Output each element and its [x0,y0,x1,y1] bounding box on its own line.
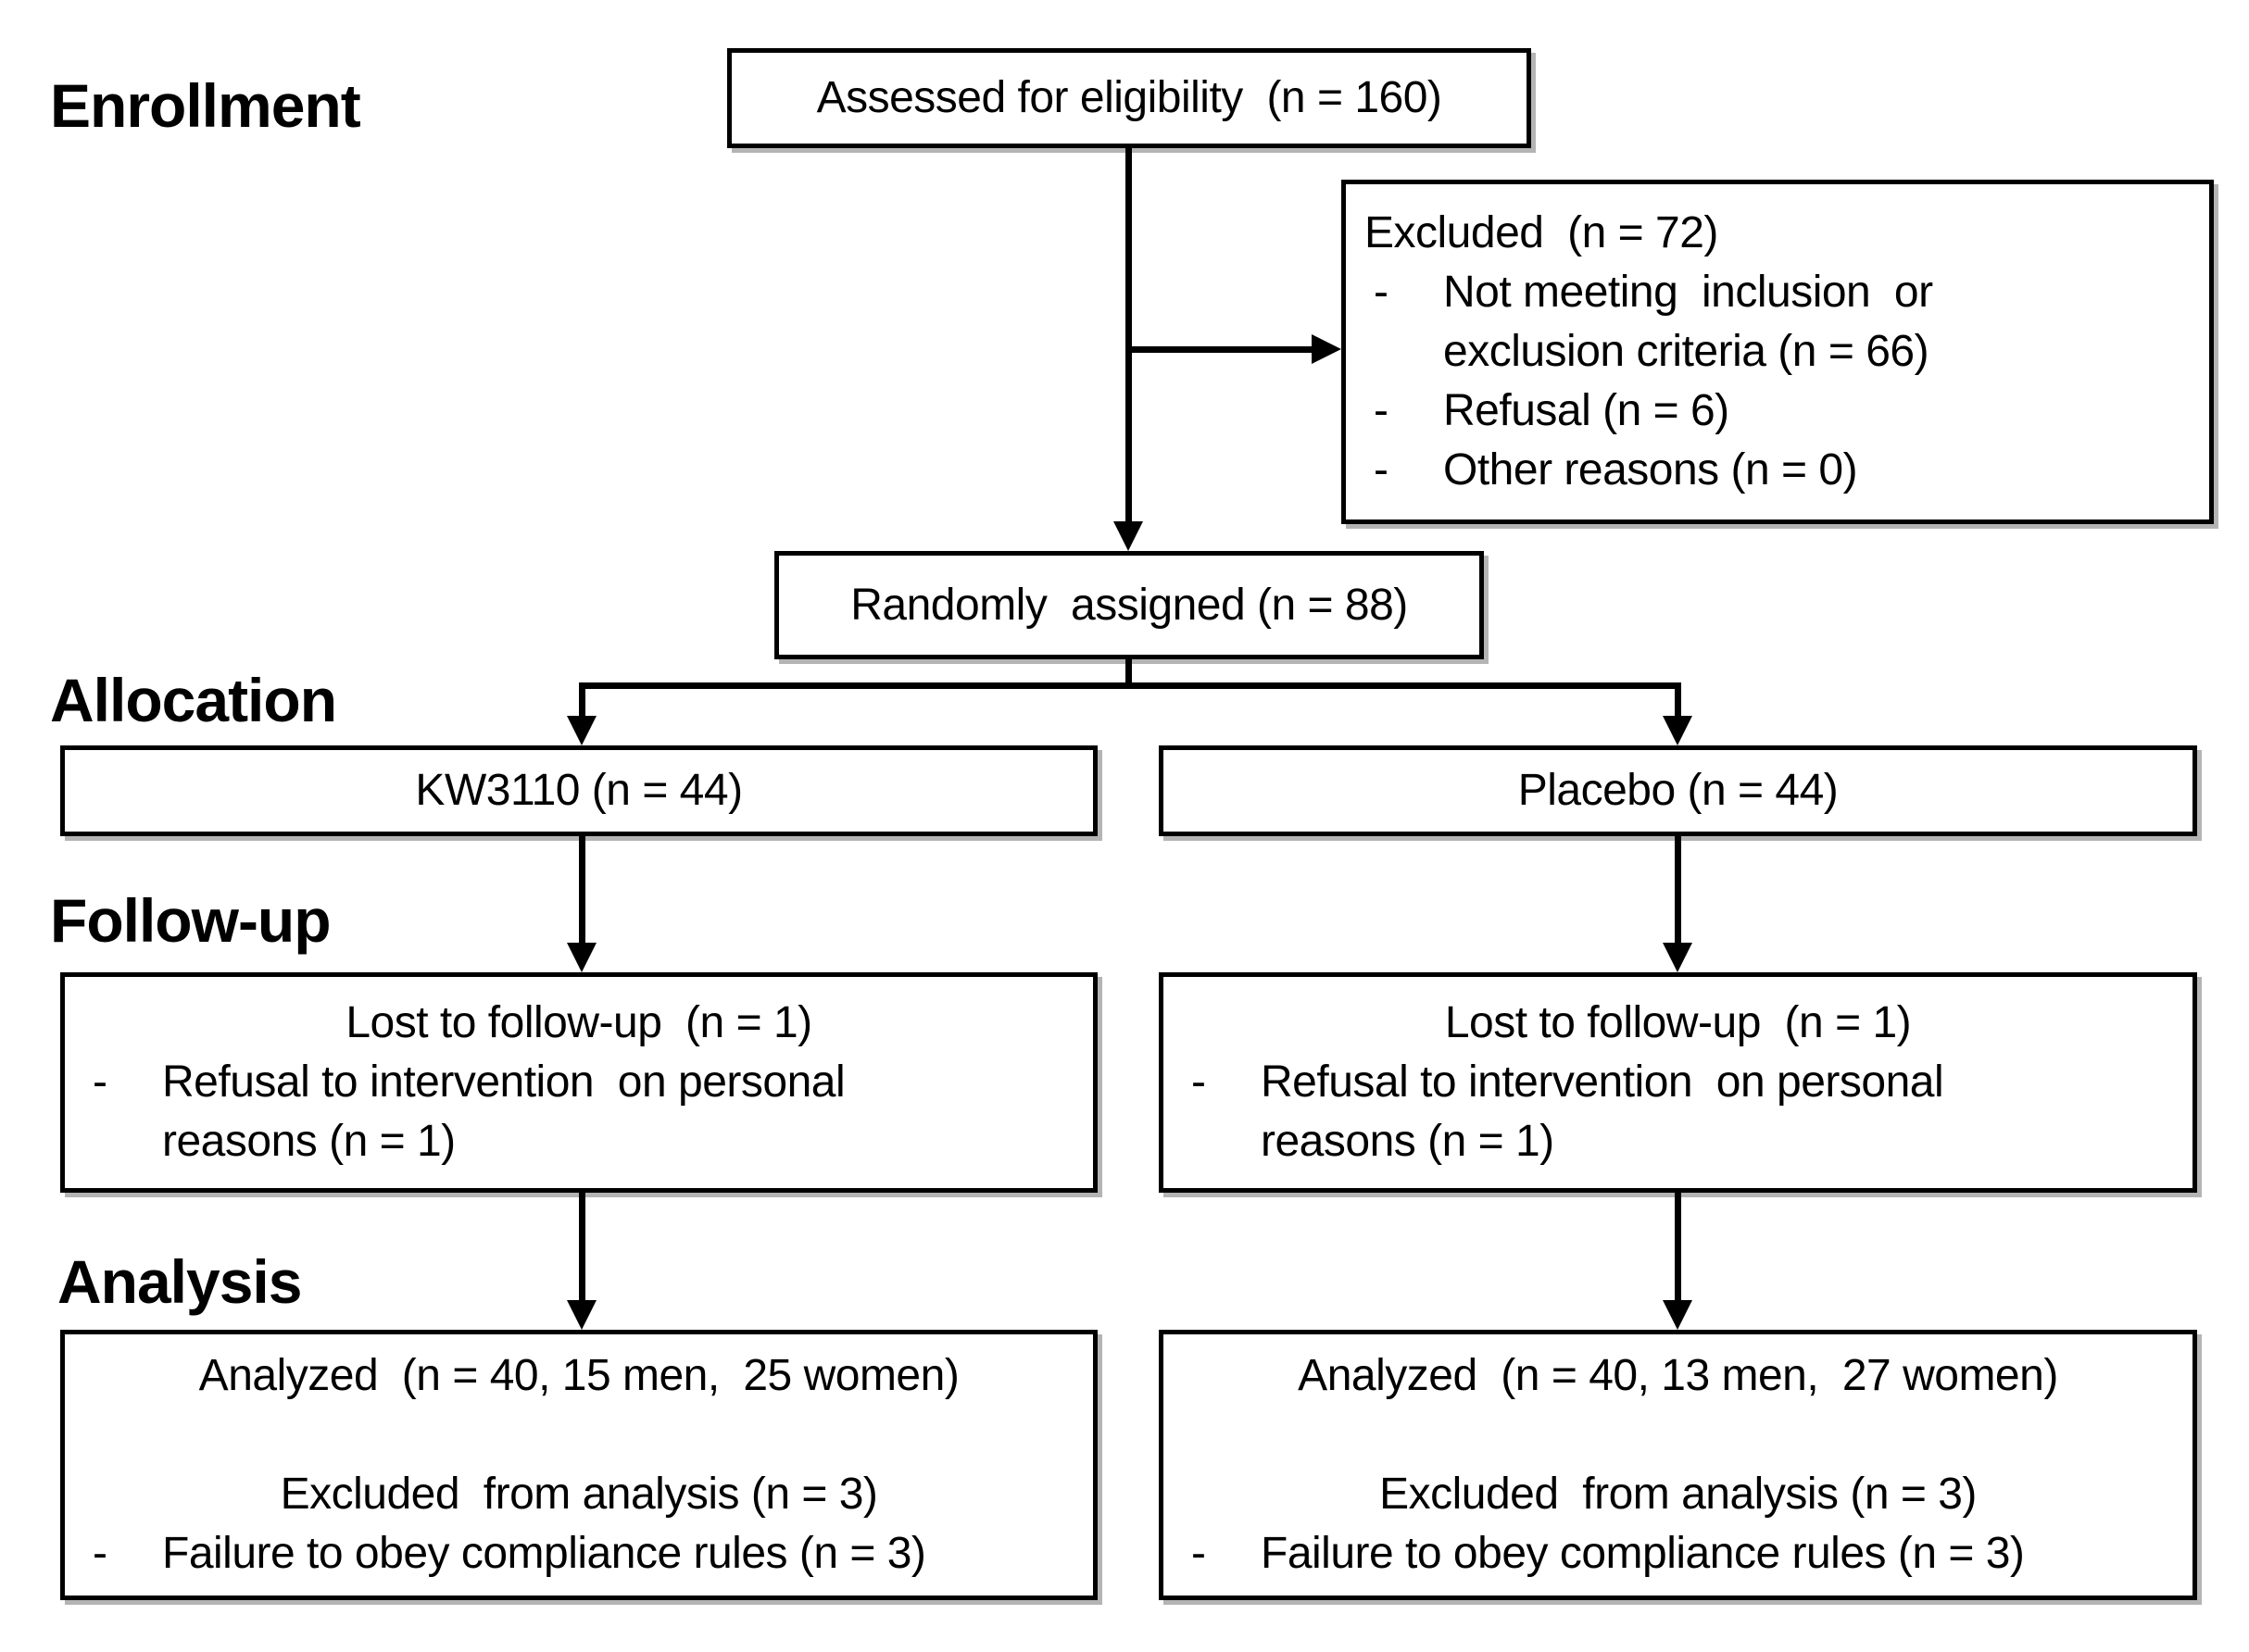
analysis-left-excluded: Excluded from analysis (n = 3) [280,1470,878,1519]
connector-randomized-down [1125,659,1132,689]
arrowhead-down-analysis-right [1663,1300,1692,1330]
assessed-text: Assessed for eligibility (n = 160) [816,73,1442,122]
box-randomly-assigned: Randomly assigned (n = 88) [774,551,1484,659]
arrowhead-down-kw3110 [567,716,597,745]
arrowhead-right-excluded [1312,334,1341,364]
followup-right-item-text: Refusal to intervention on personal reas… [1261,1058,1944,1166]
bullet-dash: - [93,1529,107,1578]
analysis-left-item-text: Failure to obey compliance rules (n = 3) [162,1529,926,1578]
followup-left-item-text: Refusal to intervention on personal reas… [162,1058,846,1166]
connector-placebo-to-followup [1675,836,1681,943]
section-label-analysis: Analysis [57,1247,302,1316]
section-label-enrollment: Enrollment [50,71,361,140]
analysis-right-item: - Failure to obey compliance rules (n = … [1182,1524,2174,1583]
kw3110-text: KW3110 (n = 44) [415,766,743,815]
arrowhead-down-randomized [1113,521,1143,551]
box-assessed-for-eligibility: Assessed for eligibility (n = 160) [727,48,1531,148]
excluded-item-text: Other reasons (n = 0) [1443,445,1858,494]
box-followup-kw3110: Lost to follow-up (n = 1) - Refusal to i… [60,972,1098,1193]
connector-split-right-drop [1675,682,1681,716]
excluded-item-text: Refusal (n = 6) [1443,386,1729,435]
analysis-right-analyzed: Analyzed (n = 40, 13 men, 27 women) [1298,1351,2058,1400]
arrowhead-down-followup-left [567,943,597,972]
arrowhead-down-followup-right [1663,943,1692,972]
excluded-item-text: Not meeting inclusion or exclusion crite… [1443,268,1933,376]
connector-followup-to-analysis-left [579,1193,585,1300]
bullet-dash: - [93,1058,107,1107]
bullet-dash: - [1374,268,1388,317]
blank-line [83,1406,1074,1465]
analysis-right-excluded: Excluded from analysis (n = 3) [1379,1470,1977,1519]
section-label-followup: Follow-up [50,886,332,955]
box-excluded: Excluded (n = 72) - Not meeting inclusio… [1341,180,2214,524]
box-allocation-placebo: Placebo (n = 44) [1159,745,2197,836]
randomized-text: Randomly assigned (n = 88) [850,580,1408,630]
followup-right-item: - Refusal to intervention on personal re… [1182,1053,2174,1171]
connector-followup-to-analysis-right [1675,1193,1681,1300]
box-analysis-placebo: Analyzed (n = 40, 13 men, 27 women) Excl… [1159,1330,2197,1600]
followup-left-item: - Refusal to intervention on personal re… [83,1053,1074,1171]
section-label-allocation: Allocation [50,666,337,734]
connector-split-horizontal [579,682,1681,689]
box-followup-placebo: Lost to follow-up (n = 1) - Refusal to i… [1159,972,2197,1193]
bullet-dash: - [1191,1529,1206,1578]
bullet-dash: - [1374,386,1388,435]
analysis-left-item: - Failure to obey compliance rules (n = … [83,1524,1074,1583]
arrowhead-down-analysis-left [567,1300,597,1330]
placebo-text: Placebo (n = 44) [1517,766,1839,815]
followup-left-title: Lost to follow-up (n = 1) [346,998,812,1047]
arrowhead-down-placebo [1663,716,1692,745]
connector-kw3110-to-followup [579,836,585,943]
connector-to-excluded [1128,346,1312,353]
box-analysis-kw3110: Analyzed (n = 40, 15 men, 25 women) Excl… [60,1330,1098,1600]
analysis-right-item-text: Failure to obey compliance rules (n = 3) [1261,1529,2025,1578]
excluded-item: - Not meeting inclusion or exclusion cri… [1364,263,2191,382]
blank-line [1182,1406,2174,1465]
bullet-dash: - [1191,1058,1206,1107]
excluded-title: Excluded (n = 72) [1364,208,1718,257]
connector-split-left-drop [579,682,585,716]
box-allocation-kw3110: KW3110 (n = 44) [60,745,1098,836]
analysis-left-analyzed: Analyzed (n = 40, 15 men, 25 women) [198,1351,960,1400]
excluded-item: - Refusal (n = 6) [1364,382,2191,441]
followup-right-title: Lost to follow-up (n = 1) [1444,998,1912,1047]
excluded-item: - Other reasons (n = 0) [1364,441,2191,500]
connector-assessed-to-randomized [1125,148,1132,521]
bullet-dash: - [1374,445,1388,494]
